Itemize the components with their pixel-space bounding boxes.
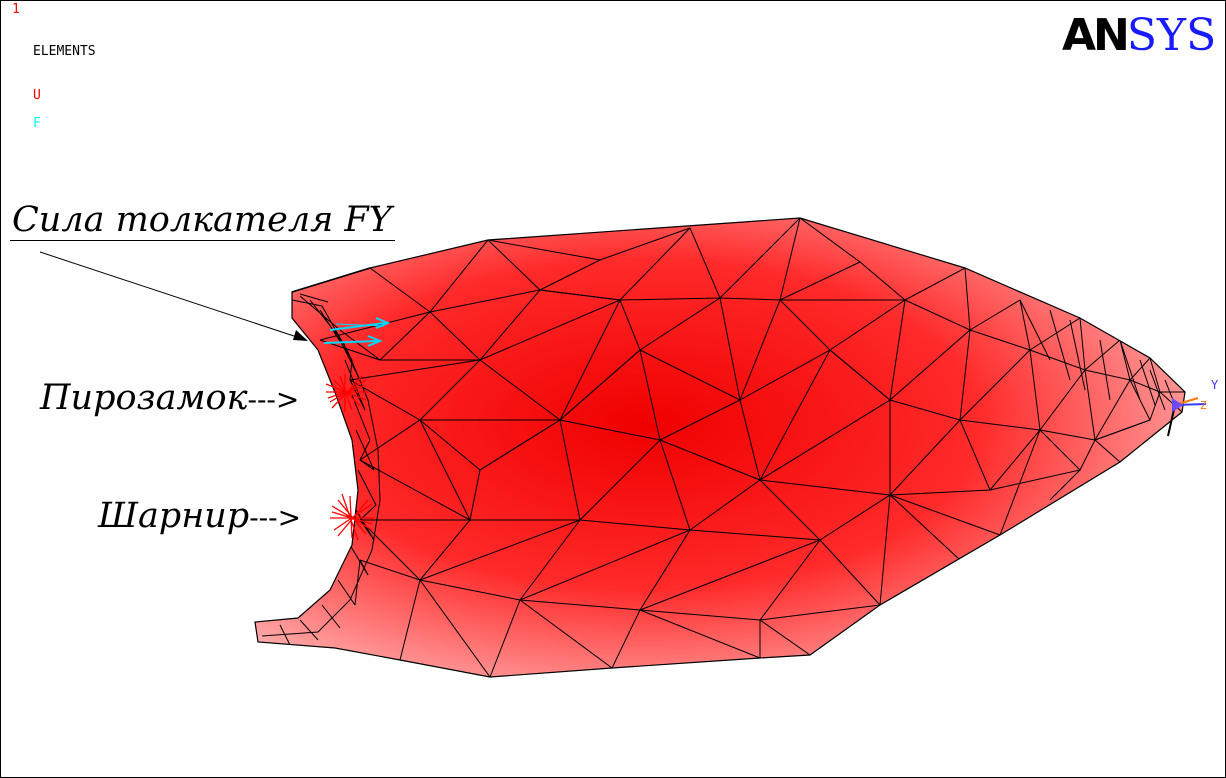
mesh-lines	[279, 218, 1185, 677]
coordinate-triad: Y Z	[1167, 378, 1219, 437]
ansys-logo: ANSYS	[1062, 10, 1216, 61]
hinge-arrow: --->	[249, 501, 302, 534]
pyrolock-annotation: Пирозамок--->	[40, 378, 299, 418]
window-number: 1	[12, 2, 20, 17]
pyrolock-constraint	[325, 374, 368, 412]
force-leader-line	[39, 251, 307, 341]
hinge-annotation: Шарнир--->	[98, 496, 301, 536]
force-annotation-underline	[10, 240, 395, 241]
force-leader-arrowhead	[293, 330, 308, 341]
logo-text-an: AN	[1062, 10, 1130, 61]
force-arrows	[323, 317, 391, 347]
hinge-constraint	[330, 493, 374, 541]
mesh-body	[254, 217, 1186, 678]
legend-f: F	[33, 116, 41, 131]
triad-y-label: Y	[1211, 378, 1219, 392]
plot-title: ELEMENTS	[33, 44, 96, 59]
logo-text-sys: SYS	[1126, 10, 1217, 61]
hinge-label: Шарнир	[98, 496, 250, 536]
triad-z-label: Z	[1200, 399, 1207, 412]
pyrolock-arrow: --->	[247, 383, 300, 416]
force-annotation: Сила толкателя FY	[12, 200, 392, 240]
pyrolock-label: Пирозамок	[40, 378, 248, 418]
legend-u: U	[33, 88, 41, 103]
